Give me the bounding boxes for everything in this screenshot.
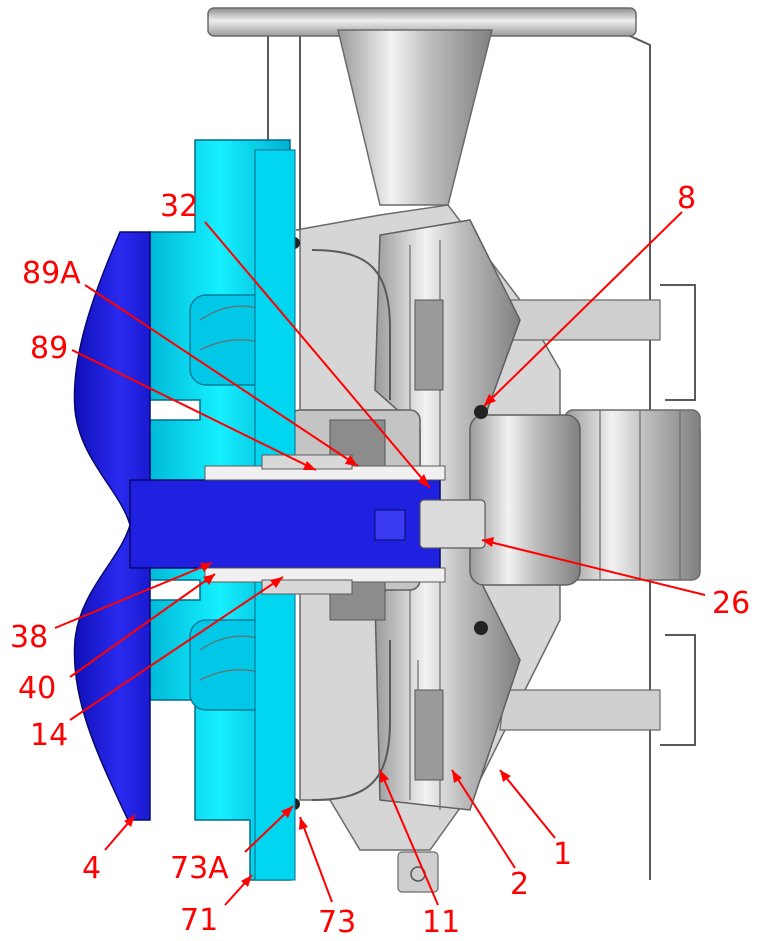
leader-38	[54, 562, 213, 629]
right-bracket-top	[499, 299, 661, 341]
callout-73: 73	[318, 905, 356, 940]
leader-14	[69, 576, 284, 721]
callout-11: 11	[422, 905, 460, 940]
leader-26	[481, 539, 706, 596]
callout-8: 8	[677, 181, 696, 216]
callout-26: 26	[712, 586, 750, 621]
callout-73A: 73A	[170, 851, 229, 886]
leader-2	[451, 769, 516, 869]
right-bracket-bottom	[499, 689, 661, 731]
callout-labels: 32 8 89A 89 26 38 40 14 1 2 4 73A 71 73 …	[10, 181, 750, 940]
o-ring-bottom	[474, 621, 488, 635]
callout-14: 14	[30, 718, 68, 753]
leader-40	[69, 573, 216, 678]
impeller-nut	[419, 499, 486, 549]
shaft	[129, 479, 471, 569]
suction-nozzle	[337, 29, 493, 206]
leader-32	[204, 221, 431, 489]
callout-89A: 89A	[22, 256, 81, 291]
leader-89	[71, 349, 317, 471]
callout-38: 38	[10, 620, 48, 655]
leader-73	[299, 816, 333, 903]
callout-4: 4	[82, 851, 101, 886]
callout-40: 40	[18, 671, 56, 706]
callout-1: 1	[553, 837, 572, 872]
leader-1	[499, 769, 556, 839]
callout-89: 89	[30, 331, 68, 366]
leader-8	[483, 211, 683, 407]
leader-89A	[84, 284, 359, 467]
callout-2: 2	[510, 867, 529, 902]
leader-11	[379, 769, 439, 906]
o-ring-top	[474, 405, 488, 419]
callout-leaders	[54, 211, 706, 906]
callout-32: 32	[160, 189, 198, 224]
callout-71: 71	[180, 903, 218, 938]
